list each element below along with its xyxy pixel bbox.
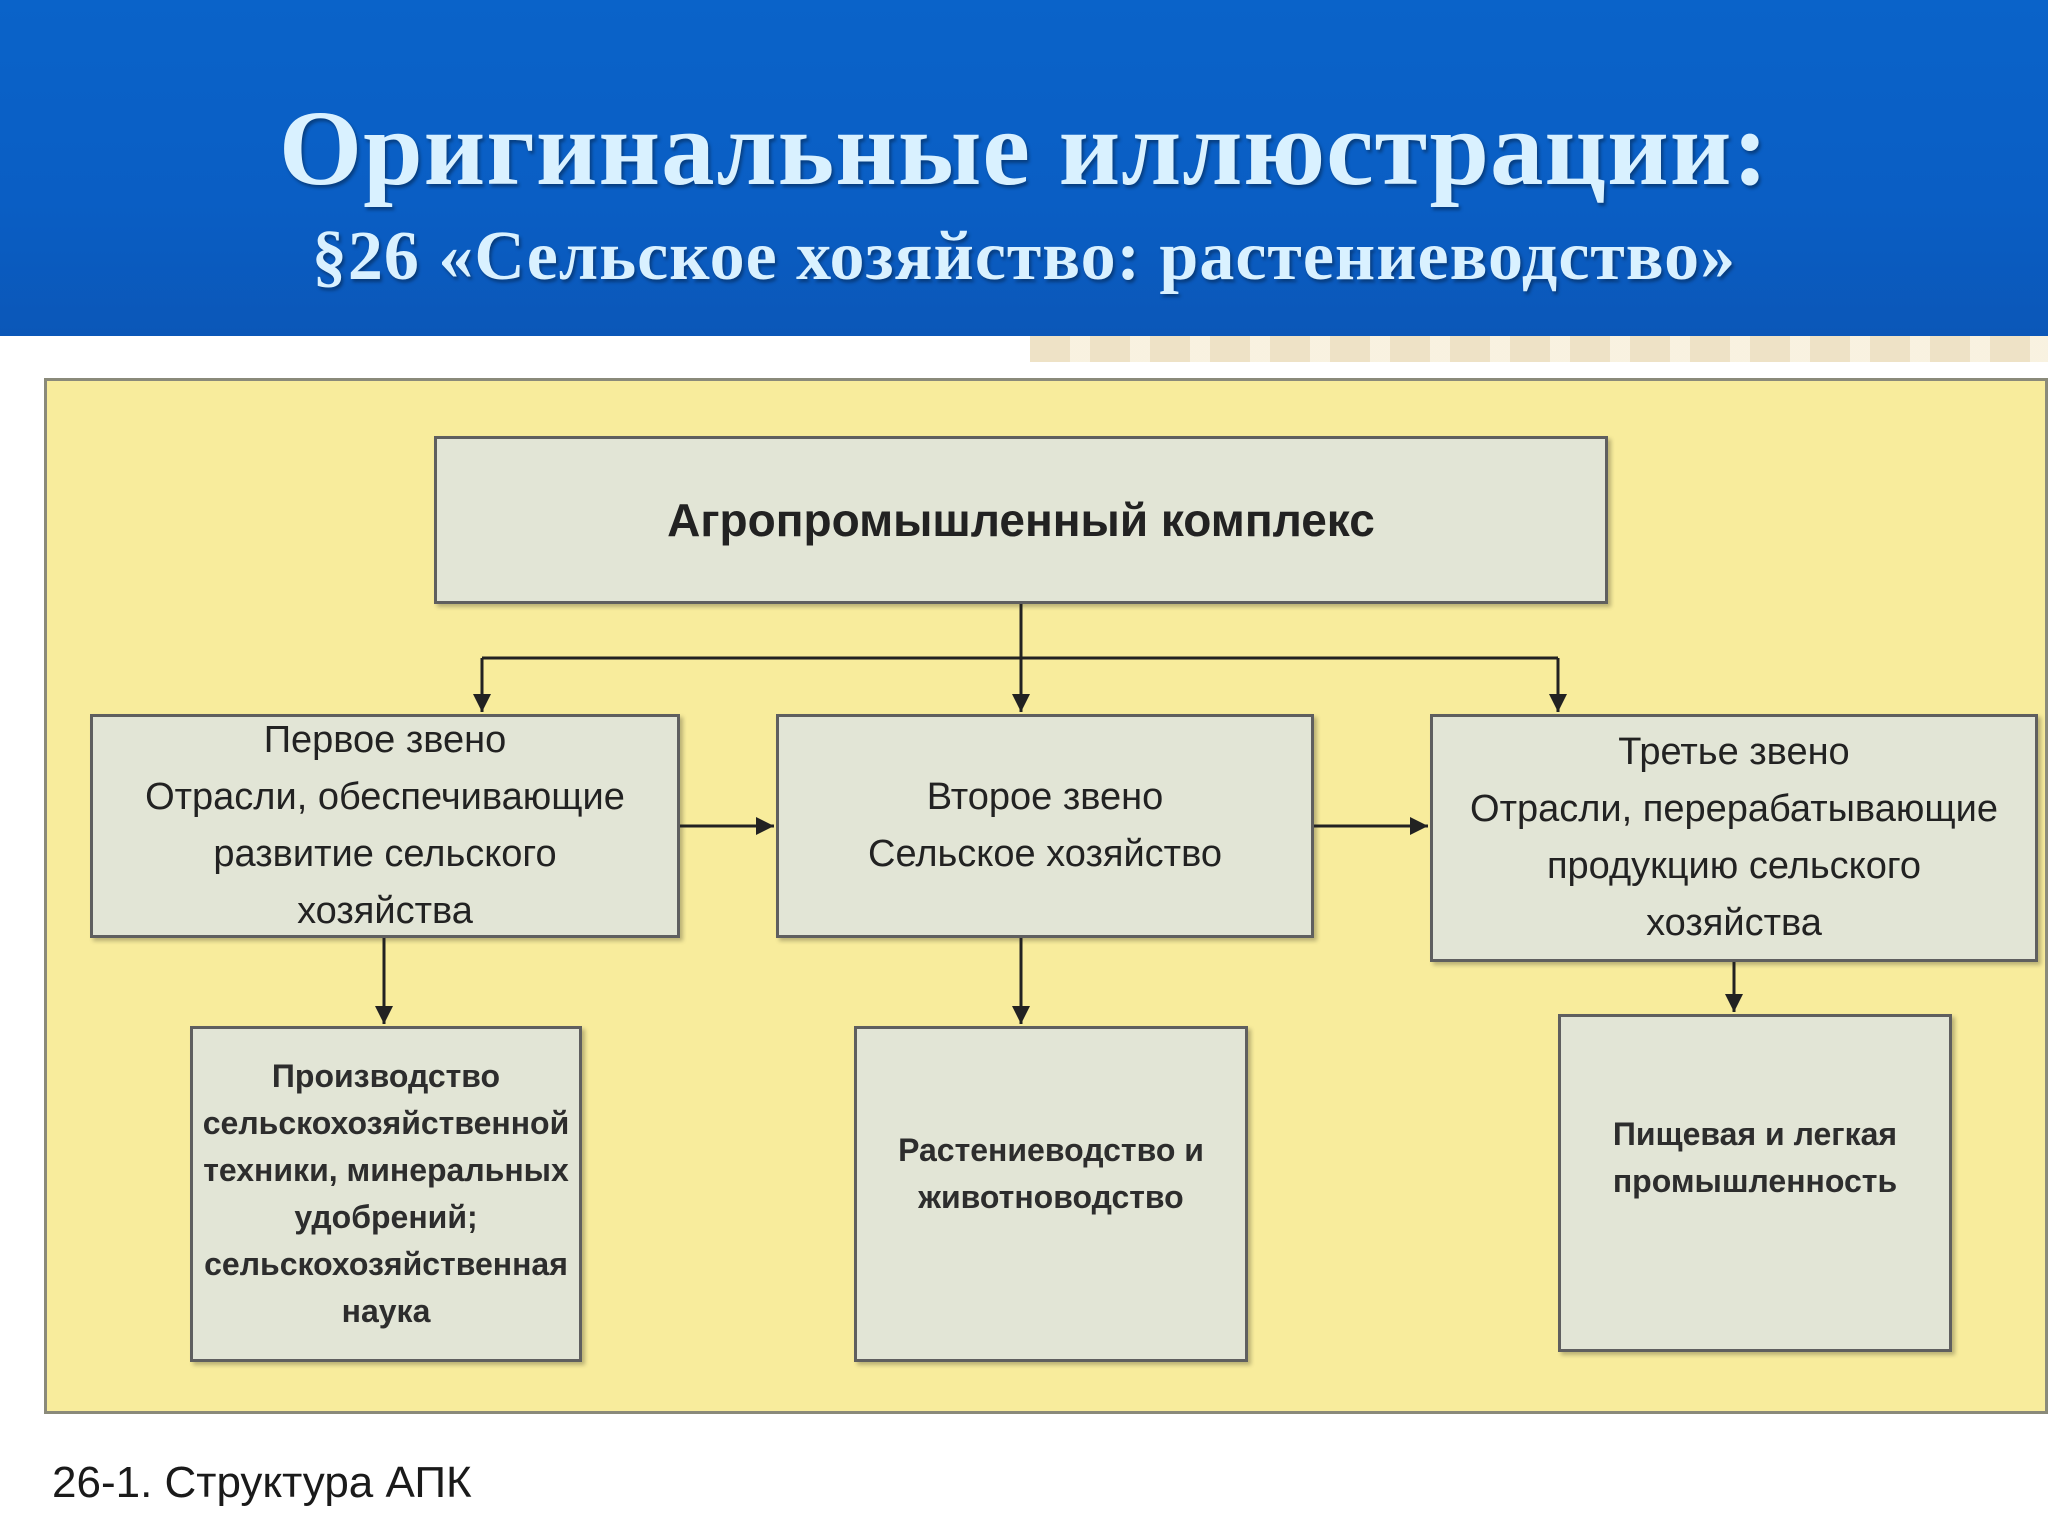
box-line: продукцию сельского	[1546, 845, 1922, 887]
box-line: животноводство	[918, 1179, 1184, 1215]
background-strip	[1030, 336, 2048, 362]
box-line: промышленность	[1612, 1163, 1898, 1199]
box-line: Агропромышленный комплекс	[667, 493, 1375, 546]
box-line: Сельское хозяйство	[868, 833, 1222, 875]
first-link-box: Первое звено Отрасли, обеспечивающие раз…	[90, 714, 680, 938]
box-line: Первое звено	[263, 719, 507, 761]
box-line: Отрасли, перерабатывающие	[1470, 788, 1998, 830]
box-line: Третье звено	[1618, 731, 1850, 773]
box-line: Производство	[271, 1058, 501, 1094]
box-line: сельскохозяйственной	[202, 1105, 570, 1141]
figure-caption: 26-1. Структура АПК	[52, 1458, 472, 1507]
box-line: Пищевая и легкая	[1612, 1116, 1898, 1152]
third-detail-box: Пищевая и легкая промышленность	[1558, 1014, 1952, 1352]
box-line: Отрасли, обеспечивающие	[145, 776, 625, 818]
second-detail-box: Растениеводство и животноводство	[854, 1026, 1248, 1362]
box-line: развитие сельского	[213, 833, 557, 875]
box-line: Второе звено	[926, 776, 1164, 818]
slide-subtitle: §26 «Сельское хозяйство: растениеводство…	[311, 218, 1737, 295]
box-line: хозяйства	[1646, 902, 1822, 944]
first-detail-box: Производство сельскохозяйственной техник…	[190, 1026, 582, 1362]
second-link-box: Второе звено Сельское хозяйство	[776, 714, 1314, 938]
slide-title: Оригинальные иллюстрации:	[278, 90, 1770, 208]
third-link-box: Третье звено Отрасли, перерабатывающие п…	[1430, 714, 2038, 962]
box-line: удобрений;	[294, 1199, 478, 1235]
agro-complex-box: Агропромышленный комплекс	[434, 436, 1608, 604]
slide-header: Оригинальные иллюстрации: §26 «Сельское …	[0, 0, 2048, 336]
box-line: наука	[341, 1293, 431, 1329]
box-line: сельскохозяйственная	[204, 1246, 568, 1282]
box-line: хозяйства	[297, 890, 473, 932]
box-line: Растениеводство и	[898, 1132, 1204, 1168]
box-line: техники, минеральных	[203, 1152, 569, 1188]
